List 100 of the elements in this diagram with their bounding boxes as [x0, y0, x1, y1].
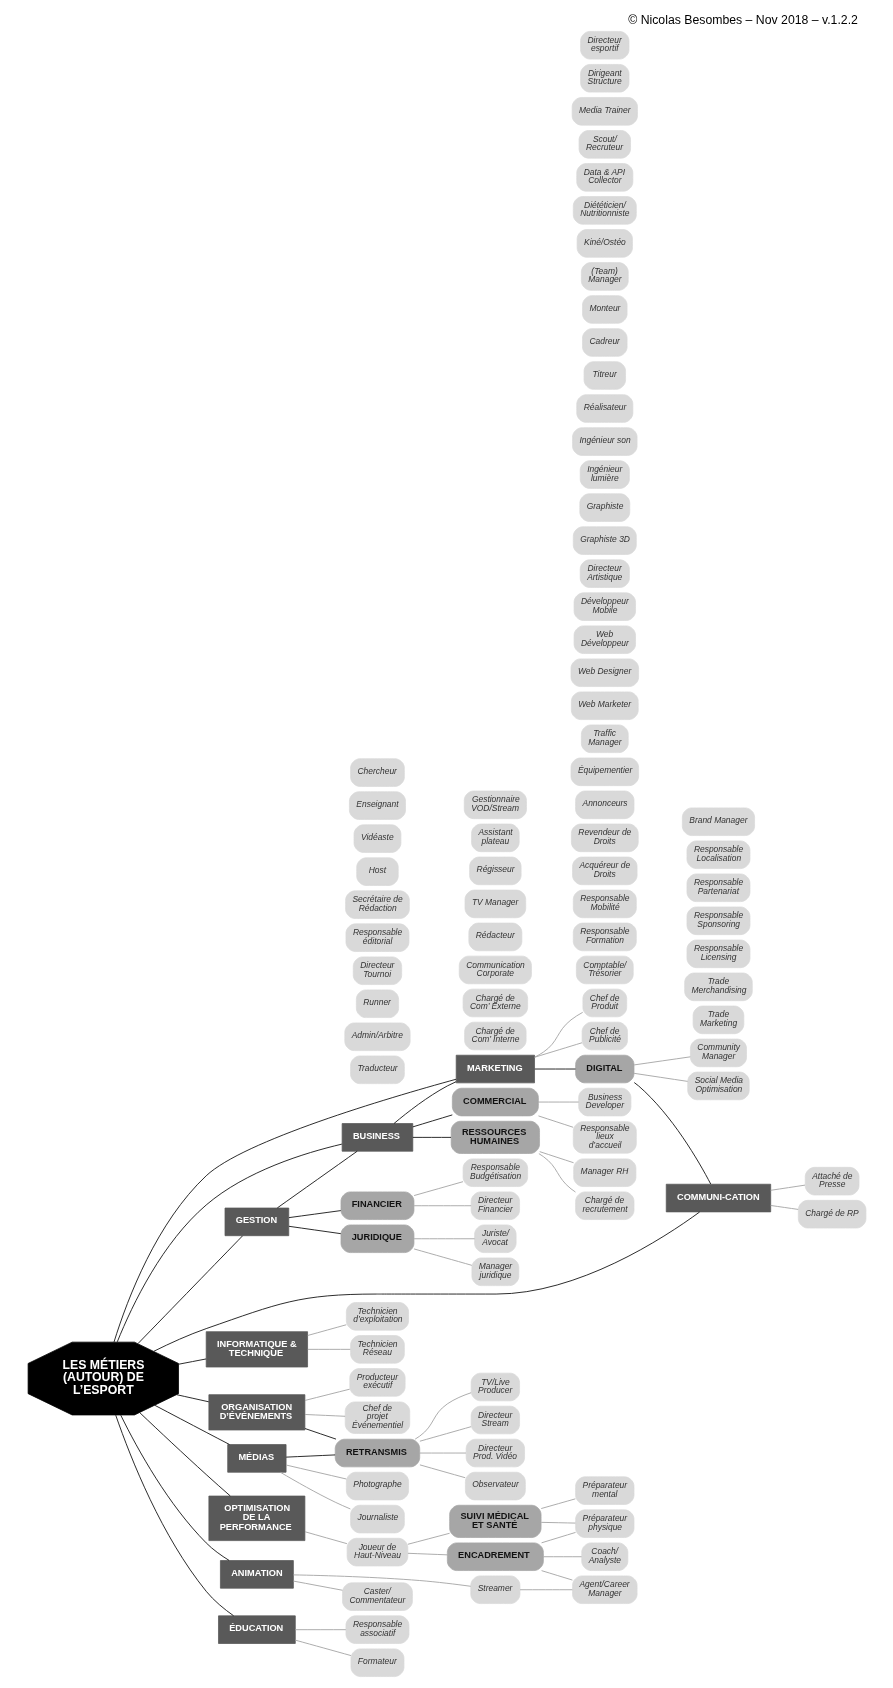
node-box: Technicien Réseau	[349, 1335, 405, 1364]
connector	[304, 1414, 346, 1417]
connector	[411, 1136, 451, 1138]
node-box: Brand Manager	[681, 807, 755, 836]
node-box: Responsable associatif	[345, 1615, 409, 1644]
connector	[292, 1574, 471, 1587]
connector	[418, 1452, 466, 1454]
connector	[116, 1143, 342, 1343]
connector	[533, 1011, 583, 1058]
connector	[288, 1210, 341, 1219]
connector	[393, 1081, 456, 1124]
node-box: Web Marketer	[570, 691, 639, 720]
connector	[533, 1068, 576, 1070]
node-box: Responsable Formation	[572, 922, 637, 952]
node-box: Manager RH	[572, 1158, 636, 1187]
node-box: Social Media Optimisation	[686, 1071, 750, 1101]
connector	[538, 1151, 574, 1164]
node-box: Data & API Collector	[575, 163, 633, 192]
connector	[633, 1072, 688, 1082]
node-box: ORGANISATION D’ÉVÉNEMENTS	[208, 1394, 305, 1431]
node-box: Responsable Partenariat	[686, 873, 750, 902]
connector	[306, 1348, 351, 1350]
node-box: Trade Merchandising	[683, 972, 753, 1002]
connector	[306, 1324, 347, 1336]
node-box: Directeur Artistique	[579, 559, 630, 588]
node-box: Diététicien/ Nutritionniste	[572, 196, 637, 225]
node-box: Observateur	[464, 1471, 526, 1501]
connector	[519, 1589, 573, 1591]
node-box: Enseignant	[348, 791, 406, 820]
connector	[177, 1358, 206, 1365]
connector	[153, 1404, 230, 1445]
node-box: Gestionnaire VOD/Stream	[463, 790, 527, 820]
connector	[279, 1471, 351, 1510]
node-box: Photographe	[345, 1471, 409, 1501]
connector	[406, 1552, 448, 1556]
connector	[418, 1426, 472, 1442]
node-box: Rédacteur	[467, 922, 522, 952]
connector	[175, 1394, 209, 1403]
node-box: Chef de Produit	[582, 988, 627, 1018]
node-box: Scout/ Recruteur	[578, 130, 631, 159]
node-box: Formateur	[350, 1648, 404, 1677]
node-box: Dirigeant Structure	[579, 64, 629, 93]
node-box: Acquéreur de Droits	[571, 856, 637, 886]
node-box: Web Designer	[570, 658, 639, 687]
node-box: Directeur esportif	[579, 31, 629, 60]
connector	[537, 1115, 574, 1128]
node-box: Directeur Financier	[470, 1191, 520, 1220]
node-box: Chef de projet Événementiel	[344, 1401, 410, 1434]
connector	[633, 1056, 691, 1066]
connector	[413, 1181, 463, 1196]
connector	[288, 1225, 341, 1235]
node-box: Traducteur	[349, 1055, 405, 1084]
node-box: Community Manager	[689, 1038, 747, 1068]
node-box: Graphiste	[578, 493, 630, 522]
node-box: COMMUNI-CATION	[665, 1183, 771, 1213]
node-box: Développeur Mobile	[573, 592, 636, 621]
node-box: Directeur Tournoi	[352, 956, 402, 985]
connector	[138, 1412, 231, 1497]
node-box: Juriste/ Avocat	[473, 1224, 516, 1253]
connector	[537, 1153, 576, 1193]
node-box: Streamer	[469, 1575, 520, 1604]
node-box: Directeur Stream	[470, 1405, 520, 1435]
connector	[304, 1388, 350, 1401]
connector	[119, 1414, 230, 1561]
node-box: Assistant plateau	[470, 823, 520, 853]
node-box: Chargé de recrutement	[574, 1191, 634, 1220]
node-box: Graphiste 3D	[572, 526, 637, 555]
node-box: Admin/Arbitre	[343, 1022, 410, 1051]
node-box: INFORMATIQUE & TECHNIQUE	[205, 1331, 308, 1368]
connector	[537, 1101, 579, 1103]
node-box: Kiné/Ostéo	[576, 229, 633, 258]
connector	[304, 1428, 336, 1440]
node-box: RETRANSMIS	[334, 1438, 420, 1468]
node-box: Responsable Mobilité	[572, 889, 637, 919]
connector	[633, 1082, 711, 1185]
node-box: MARKETING	[455, 1054, 535, 1084]
node-box: ENCADREMENT	[446, 1542, 544, 1571]
node-box: Business Developer	[577, 1087, 631, 1117]
node-box: Régisseur	[468, 856, 521, 886]
connector	[276, 1150, 358, 1209]
node-box: Revendeur de Droits	[570, 823, 639, 853]
connector	[294, 1639, 351, 1657]
node-box: Chercheur	[349, 758, 405, 787]
node-box: Media Trainer	[571, 97, 638, 126]
node-box: ÉDUCATION	[217, 1615, 296, 1644]
node-box: Titreur	[583, 361, 626, 390]
node-box: Annonceurs	[574, 790, 634, 820]
node-box: Chef de Publicité	[581, 1021, 628, 1051]
node-box: Producteur exécutif	[348, 1368, 405, 1397]
node-box: ANIMATION	[219, 1560, 294, 1589]
connector	[413, 1238, 475, 1240]
connector	[542, 1556, 582, 1558]
node-box: COMMERCIAL	[451, 1087, 539, 1117]
connector	[285, 1454, 336, 1458]
caption: © Nicolas Besombes – Nov 2018 – v.1.2.2	[627, 13, 858, 28]
node-box: Joueur de Haut-Niveau	[346, 1537, 408, 1567]
node-box: Communication Corporate	[458, 955, 532, 985]
connector	[418, 1464, 466, 1479]
connector	[769, 1184, 805, 1191]
node-box: Agent/Career Manager	[571, 1575, 637, 1604]
